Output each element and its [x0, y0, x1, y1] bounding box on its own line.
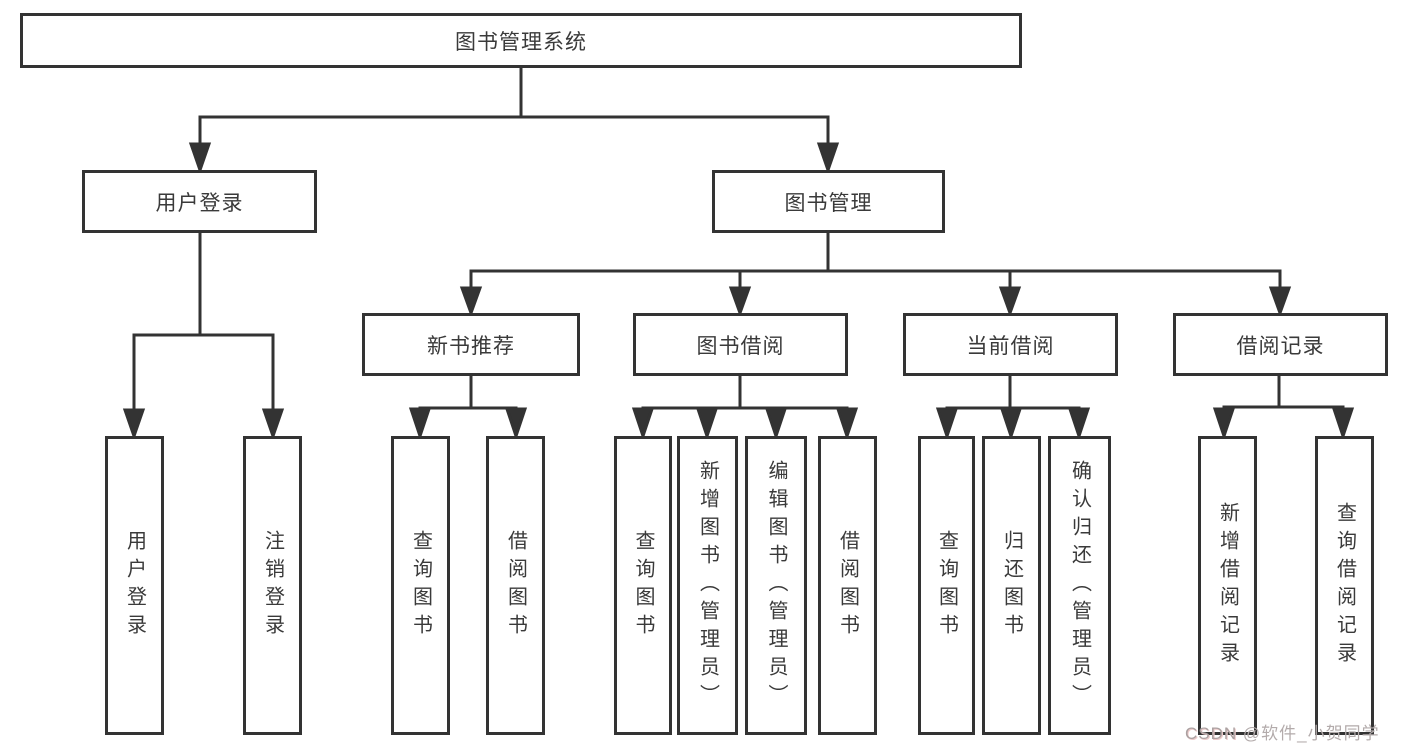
node-new-book-recommend-label: 新书推荐	[427, 334, 515, 358]
node-user-login-label: 用户登录	[155, 191, 244, 215]
leaf-return-book: 归还图书	[982, 436, 1041, 735]
watermark: CSDN @软件_小贺同学	[1185, 719, 1380, 744]
node-user-login: 用户登录	[82, 170, 317, 233]
watermark-author: @软件_小贺同学	[1237, 724, 1380, 743]
connector-userlogin-to-leaves	[122, 233, 285, 441]
leaf-edit-book-admin-label: 编辑图书（管理员）	[765, 459, 787, 712]
node-borrow-record-label: 借阅记录	[1236, 334, 1325, 358]
leaf-query-book-1-label: 查询图书	[409, 529, 432, 642]
arrowhead	[1212, 407, 1236, 441]
node-book-management: 图书管理	[712, 170, 945, 233]
leaf-edit-book-admin: 编辑图书（管理员）	[745, 436, 807, 735]
arrowhead	[695, 407, 719, 441]
connector-root-to-level2	[188, 68, 840, 175]
node-new-book-recommend: 新书推荐	[362, 313, 580, 376]
leaf-add-book-admin: 新增图书（管理员）	[677, 436, 738, 735]
leaf-query-book-2: 查询图书	[614, 436, 672, 735]
leaf-logout: 注销登录	[243, 436, 302, 735]
connector-bookborrow-to-leaves	[631, 376, 859, 441]
leaf-query-borrow-record: 查询借阅记录	[1315, 436, 1374, 735]
arrowhead	[728, 286, 752, 318]
leaf-add-borrow-record-label: 新增借阅记录	[1216, 501, 1239, 670]
leaf-borrow-book-2-label: 借阅图书	[836, 529, 859, 642]
arrowhead	[764, 407, 788, 441]
arrowhead	[408, 407, 432, 441]
arrowhead	[1331, 407, 1355, 441]
arrowhead	[935, 407, 959, 441]
connector-newbook-to-leaves	[408, 376, 528, 441]
leaf-return-book-label: 归还图书	[1000, 529, 1023, 642]
arrowhead	[1067, 407, 1091, 441]
node-book-management-label: 图书管理	[784, 191, 873, 215]
leaf-borrow-book-1: 借阅图书	[486, 436, 545, 735]
connector-currentborrow-to-leaves	[935, 376, 1091, 441]
arrowhead	[122, 408, 146, 441]
leaf-add-borrow-record: 新增借阅记录	[1198, 436, 1257, 735]
leaf-borrow-book-1-label: 借阅图书	[504, 529, 527, 642]
leaf-add-book-admin-label: 新增图书（管理员）	[696, 459, 719, 712]
node-book-borrow-label: 图书借阅	[696, 334, 785, 358]
leaf-logout-label: 注销登录	[261, 529, 284, 642]
leaf-confirm-return-admin: 确认归还（管理员）	[1048, 436, 1111, 735]
node-root-label: 图书管理系统	[455, 30, 587, 54]
arrowhead	[835, 407, 859, 441]
connector-bookmgmt-to-level3	[459, 233, 1292, 318]
node-borrow-record: 借阅记录	[1173, 313, 1388, 376]
node-current-borrow-label: 当前借阅	[966, 334, 1055, 358]
arrowhead	[261, 408, 285, 441]
arrowhead	[816, 142, 840, 175]
leaf-query-book-2-label: 查询图书	[632, 529, 654, 642]
arrowhead	[999, 407, 1023, 441]
arrowhead	[188, 142, 212, 175]
arrowhead	[1268, 286, 1292, 318]
arrowhead	[459, 286, 483, 318]
watermark-brand: CSDN	[1185, 724, 1238, 743]
leaf-query-book-3: 查询图书	[918, 436, 975, 735]
connector-record-to-leaves	[1212, 376, 1355, 441]
leaf-confirm-return-admin-label: 确认归还（管理员）	[1068, 459, 1091, 712]
arrowhead	[631, 407, 655, 441]
node-root: 图书管理系统	[20, 13, 1022, 68]
node-current-borrow: 当前借阅	[903, 313, 1118, 376]
leaf-query-borrow-record-label: 查询借阅记录	[1333, 501, 1356, 670]
leaf-user-login: 用户登录	[105, 436, 164, 735]
arrowhead	[998, 286, 1022, 318]
leaf-query-book-1: 查询图书	[391, 436, 450, 735]
leaf-query-book-3-label: 查询图书	[935, 529, 958, 642]
arrowhead	[504, 407, 528, 441]
leaf-borrow-book-2: 借阅图书	[818, 436, 877, 735]
node-book-borrow: 图书借阅	[633, 313, 848, 376]
leaf-user-login-label: 用户登录	[123, 529, 146, 642]
